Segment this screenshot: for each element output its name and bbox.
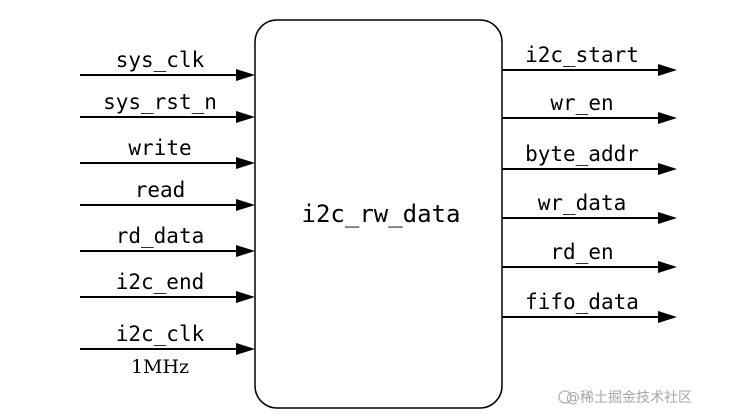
input-signal: rd_data [80,224,255,257]
input-signal-label: i2c_end [116,270,205,294]
output-arrowhead [658,112,677,124]
input-signal: i2c_clk 1MHz [80,322,255,378]
output-signal: wr_en [502,91,677,124]
input-signal-label: write [128,136,191,160]
output-signal: i2c_start [502,43,677,76]
output-signal: rd_en [502,240,677,273]
output-arrowhead [658,311,677,323]
input-arrowhead [236,343,255,355]
output-arrowhead [658,163,677,175]
input-signal-label: rd_data [116,224,205,248]
output-signal: fifo_data [502,290,677,323]
input-arrowhead [236,69,255,81]
output-signal-label: wr_en [550,91,613,115]
module-block [254,19,503,409]
input-signal: sys_rst_n [80,90,255,123]
input-signal-label: sys_clk [116,48,205,72]
output-arrowhead [658,261,677,273]
input-arrowhead [236,245,255,257]
input-signal-note: 1MHz [131,356,189,378]
input-signal: i2c_end [80,270,255,303]
input-signal-label: sys_rst_n [103,90,217,114]
output-arrowhead [658,64,677,76]
input-signal: write [80,136,255,169]
output-signal-label: rd_en [550,240,613,264]
watermark-text: @稀土掘金技术社区 [566,390,692,406]
output-signal-label: wr_data [538,191,627,215]
output-signal-label: fifo_data [525,290,639,314]
input-arrowhead [236,199,255,211]
output-signal: wr_data [502,191,677,224]
output-signal-label: i2c_start [525,43,639,67]
input-signal-label: read [135,178,186,202]
output-signal-label: byte_addr [525,142,639,166]
watermark-icon [558,390,572,404]
input-arrowhead [236,157,255,169]
output-signal: byte_addr [502,142,677,175]
watermark: @稀土掘金技术社区 [558,390,692,406]
input-arrowhead [236,291,255,303]
module-name: i2c_rw_data [302,200,461,228]
input-signal-label: i2c_clk [116,322,205,346]
input-signal: read [80,178,255,211]
input-signal: sys_clk [80,48,255,81]
output-arrowhead [658,212,677,224]
output-signals: i2c_start wr_en byte_addr wr_data rd_en fifo_… [502,43,677,323]
input-arrowhead [236,111,255,123]
